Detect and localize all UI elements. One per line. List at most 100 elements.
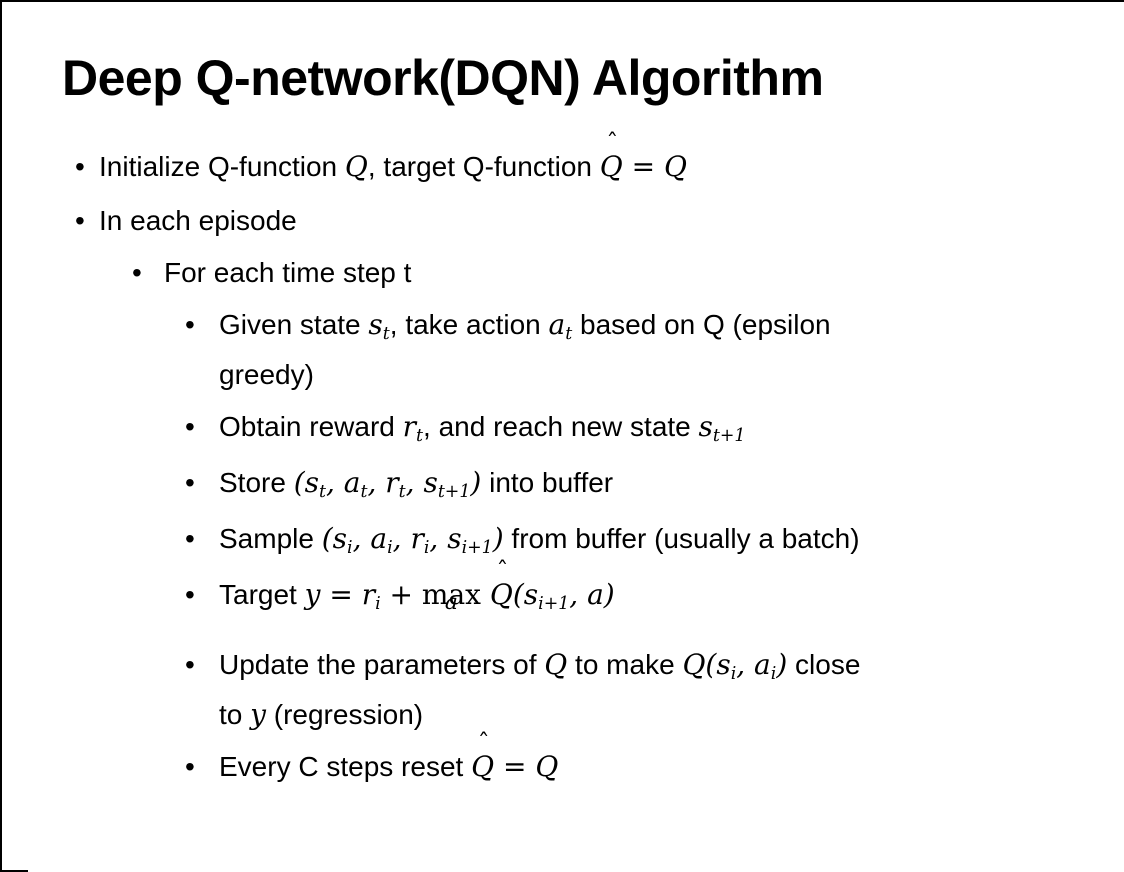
text-run: greedy) — [219, 359, 314, 390]
subscript-run: i — [770, 663, 777, 684]
text-run: Target — [219, 579, 305, 610]
text-run: Sample — [219, 523, 322, 554]
bullet-line: In each episode — [99, 198, 1124, 244]
subscript-run: t+1 — [437, 481, 471, 502]
bullet-content: In each episode — [99, 198, 1124, 244]
text-run: In each episode — [99, 205, 297, 236]
text-run: based on Q (epsilon — [572, 309, 831, 340]
math-run: Q — [544, 648, 568, 681]
hat-base-run: Q — [489, 578, 513, 611]
bullet-item: •Update the parameters of Q to make Q(si… — [2, 642, 1124, 738]
subscript-run: t — [319, 481, 326, 502]
subscript-run: t — [382, 323, 390, 344]
bullet-list: • Initialize Q-function Q, target Q-funct… — [2, 131, 1124, 790]
math-run: = Q — [494, 750, 559, 783]
math-run: a — [548, 308, 566, 341]
math-run: y — [304, 578, 321, 611]
bullet-line: Obtain reward rt, and reach new state st… — [219, 404, 1124, 454]
bullet-marker: • — [75, 205, 85, 236]
math-run: ) — [492, 522, 504, 555]
math-run: (s — [321, 522, 348, 555]
math-run: , a — [352, 522, 388, 555]
bullet-content: For each time step t — [164, 250, 1124, 296]
text-run: Obtain reward — [219, 411, 403, 442]
frame-bottom-edge — [2, 870, 28, 872]
bullet-marker: • — [185, 467, 195, 498]
math-run: Q(s — [682, 648, 731, 681]
bullet-content: Store (st, at, rt, st+1) into buffer — [219, 460, 1124, 510]
math-run: , a — [325, 466, 361, 499]
bullet-item: • Obtain reward rt, and reach new state s… — [2, 404, 1124, 454]
bullet-item: • For each time step t — [2, 250, 1124, 296]
bullet-line: For each time step t — [164, 250, 1124, 296]
bullet-content: Sample (si, ai, ri, si+1) from buffer (u… — [219, 516, 1124, 566]
bullet-line: Sample (si, ai, ri, si+1) from buffer (u… — [219, 516, 1124, 566]
text-run: from buffer (usually a batch) — [503, 523, 860, 554]
text-run: , take action — [389, 309, 549, 340]
text-run: Every C steps reset — [219, 751, 472, 782]
bullet-line: Store (st, at, rt, st+1) into buffer — [219, 460, 1124, 510]
math-run: r — [361, 578, 376, 611]
math-run: , s — [429, 522, 462, 555]
hat-base-run: Q — [599, 150, 623, 183]
text-run: For each time step t — [164, 257, 412, 288]
math-run — [481, 578, 490, 611]
bullet-line: Given state st, take action at based on … — [219, 302, 1124, 352]
text-run: close — [787, 649, 861, 680]
bullet-marker: • — [185, 523, 195, 554]
text-run: , and reach new state — [423, 411, 699, 442]
subscript-run: i — [730, 663, 737, 684]
hat-mark: ˆ — [606, 128, 619, 157]
subscript-run: i — [423, 537, 430, 558]
math-run: + — [380, 578, 422, 611]
bullet-item: • Store (st, at, rt, st+1) into buffer — [2, 460, 1124, 510]
bullet-marker: • — [132, 257, 142, 288]
math-run: ) — [776, 648, 788, 681]
bullet-marker: • — [185, 411, 195, 442]
subscript-run: t — [360, 481, 368, 502]
bullet-item: • In each episode — [2, 198, 1124, 244]
bullet-content: Obtain reward rt, and reach new state st… — [219, 404, 1124, 454]
math-run: Q — [344, 150, 368, 183]
text-run: to — [219, 699, 251, 730]
text-run: into buffer — [481, 467, 614, 498]
hat-mark: ˆ — [477, 728, 490, 757]
subscript-run: t — [416, 425, 424, 446]
bullet-item: • Sample (si, ai, ri, si+1) from buffer (… — [2, 516, 1124, 566]
math-run: , r — [367, 466, 399, 499]
text-run: to make — [567, 649, 683, 680]
subscript-run: i — [347, 537, 353, 558]
subscript-run: t — [398, 481, 406, 502]
bullet-item: • Initialize Q-function Q, target Q-funct… — [2, 131, 1124, 190]
math-run: , s — [405, 466, 438, 499]
math-run: (s — [512, 578, 539, 611]
max-under-variable: a — [444, 590, 458, 616]
math-run: ) — [470, 466, 482, 499]
bullet-content: Initialize Q-function Q, target Q-functi… — [99, 131, 1124, 190]
hat-base-run: Q — [471, 750, 495, 783]
math-run: y — [250, 698, 266, 731]
text-run: Update the parameters of — [219, 649, 545, 680]
math-run: , r — [392, 522, 424, 555]
bullet-marker: • — [185, 649, 195, 680]
text-run: (regression) — [265, 699, 424, 730]
math-run: r — [402, 410, 417, 443]
bullet-item: •Given state st, take action at based on… — [2, 302, 1124, 398]
text-run: Store — [219, 467, 294, 498]
hat-mark: ˆ — [496, 556, 509, 585]
bullet-marker: • — [75, 151, 85, 182]
subscript-run: i — [375, 593, 381, 614]
text-run: Initialize Q-function — [99, 151, 345, 182]
bullet-line: to y (regression) — [219, 692, 1124, 738]
bullet-line: Update the parameters of Q to make Q(si,… — [219, 642, 1124, 692]
